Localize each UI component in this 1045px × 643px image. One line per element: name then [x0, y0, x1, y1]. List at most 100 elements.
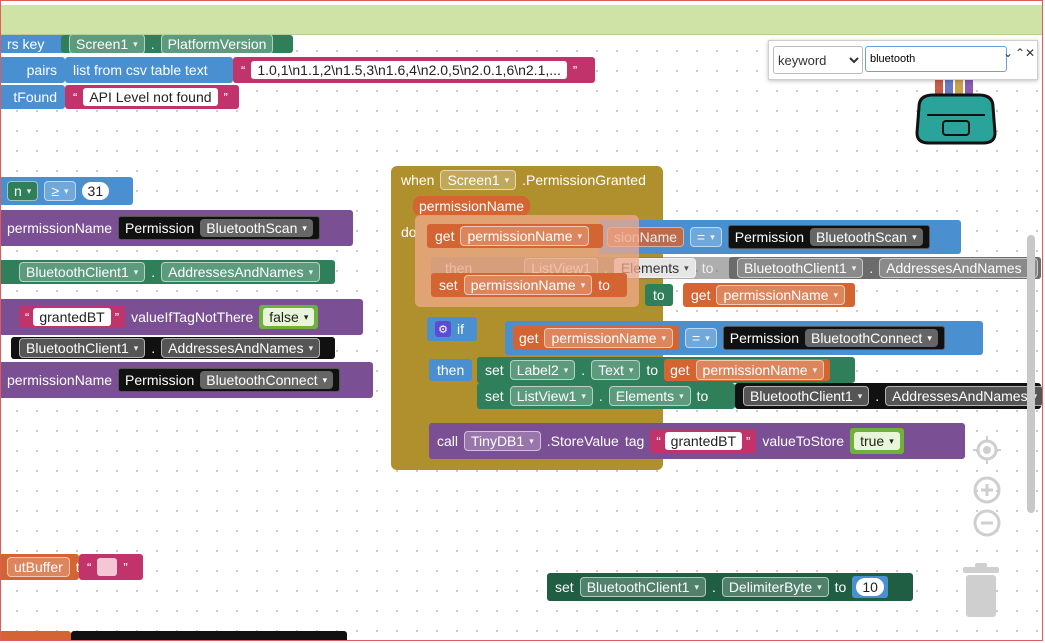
center-icon[interactable]: [973, 436, 1001, 464]
notfound-label-block[interactable]: tFound: [1, 85, 65, 109]
zoom-out-icon[interactable]: [973, 509, 1001, 537]
btclient1-dropdown[interactable]: BluetoothClient1▾: [19, 262, 146, 282]
tinydb-get-block[interactable]: “ grantedBT ” valueIfTagNotThere false▾: [1, 299, 363, 335]
screen1-dropdown[interactable]: Screen1▾: [69, 35, 145, 54]
faded-to: to: [701, 260, 714, 276]
get-perm-block-3[interactable]: get permissionName▾: [664, 359, 831, 381]
search-mode-select[interactable]: keyword: [773, 46, 863, 74]
eq-dropdown-2[interactable]: =▾: [685, 328, 717, 348]
blocks-workspace[interactable]: rs key Screen1▾ . PlatformVersion pairs …: [1, 35, 1042, 641]
get-perm-block-2[interactable]: get permissionName▾: [513, 326, 680, 350]
list-from-csv-block[interactable]: list from csv table text: [65, 57, 233, 83]
perm-connect-block[interactable]: permissionName Permission BluetoothConne…: [1, 362, 373, 398]
false-dropdown[interactable]: false▾: [263, 308, 315, 326]
key-label-block[interactable]: rs key: [1, 35, 65, 53]
btclient1-dropdown-5[interactable]: BluetoothClient1▾: [579, 577, 706, 597]
elements-dropdown[interactable]: Elements▾: [608, 386, 691, 406]
perm-name-label: permissionName: [7, 220, 113, 236]
granted-bt-value[interactable]: grantedBT: [33, 308, 111, 326]
zoom-in-icon[interactable]: [973, 476, 1001, 504]
get-perm-block-1[interactable]: get permissionName▾: [683, 283, 855, 307]
perm-scan-block[interactable]: permissionName Permission BluetoothScan▾: [1, 210, 353, 246]
addresses-dropdown-3[interactable]: AddressesAndNames▾: [879, 258, 1039, 278]
gte-dropdown[interactable]: ≥▾: [44, 181, 76, 201]
event-screen1-dropdown[interactable]: Screen1▾: [440, 170, 517, 190]
platform-dropdown[interactable]: PlatformVersion: [160, 35, 274, 54]
number-block[interactable]: 10: [852, 576, 888, 598]
label2-dropdown[interactable]: Label2▾: [509, 360, 576, 380]
btclient1-dropdown-2[interactable]: BluetoothClient1▾: [19, 338, 146, 358]
permission-connect-box[interactable]: Permission BluetoothConnect▾: [118, 368, 341, 392]
bottom-partial-block[interactable]: [1, 631, 71, 641]
tinydb-store-block[interactable]: call TinyDB1▾ .StoreValue tag “ grantedB…: [429, 423, 965, 459]
granted-bt-text[interactable]: “ grantedBT ”: [19, 306, 126, 328]
perm-name-dropdown[interactable]: permissionName▾: [716, 285, 846, 305]
set-perm-dragged[interactable]: set permissionName▾ to: [431, 273, 627, 297]
false-block[interactable]: false▾: [259, 305, 319, 329]
text-dropdown[interactable]: Text▾: [591, 360, 641, 380]
compare-block[interactable]: n▾ ≥▾ 31: [1, 177, 133, 205]
permission-scan-box-2[interactable]: Permission BluetoothScan▾: [727, 225, 930, 249]
bt-scan-dropdown[interactable]: BluetoothScan▾: [200, 219, 313, 237]
addresses-dropdown[interactable]: AddressesAndNames▾: [161, 262, 321, 282]
btclient-addresses-block-3[interactable]: BluetoothClient1▾ . AddressesAndNames▾: [729, 257, 1041, 279]
bottom-partial-block-2[interactable]: [71, 631, 347, 641]
granted-bt-value-2[interactable]: grantedBT: [664, 432, 743, 450]
granted-bt-text-2[interactable]: “ grantedBT ”: [650, 429, 757, 453]
api-level-text-block[interactable]: “ API Level not found ”: [65, 85, 239, 109]
tag-label: tag: [624, 433, 645, 449]
empty-text-value[interactable]: [97, 558, 118, 576]
perm-name-dropdown-4[interactable]: permissionName▾: [544, 328, 674, 348]
quote-close: ”: [746, 433, 751, 449]
api-level-value[interactable]: API Level not found: [83, 88, 218, 106]
perm-name-dropdown-2[interactable]: permissionName▾: [460, 226, 590, 246]
tinydb1-dropdown[interactable]: TinyDB1▾: [464, 431, 541, 451]
set-text-to-fragment[interactable]: to: [645, 284, 673, 306]
perm-name-dropdown-3[interactable]: permissionName▾: [463, 275, 593, 295]
out-buffer-var[interactable]: utBuffer: [7, 557, 70, 577]
num-31[interactable]: 31: [81, 182, 110, 200]
permission-scan-box[interactable]: Permission BluetoothScan▾: [118, 216, 320, 240]
permission-connect-box-2[interactable]: Permission BluetoothConnect▾: [722, 326, 945, 350]
compare-scan-block[interactable]: sionName =▾ Permission BluetoothScan▾: [599, 220, 961, 254]
compare-connect-block[interactable]: get permissionName▾ =▾ Permission Blueto…: [505, 321, 983, 355]
bt-connect-dropdown[interactable]: BluetoothConnect▾: [200, 371, 334, 389]
eq-dropdown[interactable]: =▾: [690, 227, 722, 247]
set-delimiter-block[interactable]: set BluetoothClient1▾ . DelimiterByte▾ t…: [547, 573, 913, 601]
bt-connect-dropdown-2[interactable]: BluetoothConnect▾: [805, 329, 938, 347]
event-param[interactable]: permissionName: [413, 196, 531, 216]
addresses-dropdown-4[interactable]: AddressesAndNames▾: [885, 386, 1042, 406]
btclient-addresses-block-2[interactable]: BluetoothClient1▾ . AddressesAndNames▾: [11, 337, 335, 359]
true-dropdown[interactable]: true▾: [854, 432, 900, 450]
n-dropdown[interactable]: n▾: [7, 181, 39, 201]
perm-name-dropdown-5[interactable]: permissionName▾: [695, 360, 825, 380]
get-perm-dragged[interactable]: get permissionName▾: [427, 224, 603, 248]
search-next-icon[interactable]: ⌃: [1015, 46, 1026, 60]
out-buffer-set-block[interactable]: utBuffer to: [1, 554, 87, 580]
delimiter-dropdown[interactable]: DelimiterByte▾: [721, 577, 829, 597]
vertical-scrollbar[interactable]: [1027, 235, 1035, 513]
btclient-addresses-block[interactable]: BluetoothClient1▾ . AddressesAndNames▾: [1, 260, 335, 284]
btclient-addresses-block-4[interactable]: BluetoothClient1▾ . AddressesAndNames▾: [735, 383, 1042, 409]
listview1-dropdown[interactable]: ListView1▾: [509, 386, 593, 406]
search-close-icon[interactable]: ✕: [1025, 46, 1036, 60]
csv-text-block[interactable]: “ 1.0,1\n1.1,2\n1.5,3\n1.6,4\n2.0,5\n2.0…: [233, 57, 595, 83]
number-value[interactable]: 10: [856, 578, 884, 596]
backpack-icon[interactable]: [913, 77, 999, 147]
if-block-2[interactable]: ⚙ if: [427, 317, 477, 341]
search-input[interactable]: [865, 46, 1007, 72]
true-block[interactable]: true▾: [850, 428, 904, 454]
btclient1-dropdown-3[interactable]: BluetoothClient1▾: [737, 258, 864, 278]
empty-text-block[interactable]: “ ”: [79, 554, 143, 580]
pairs-label-block[interactable]: pairs: [1, 57, 65, 83]
csv-text-value[interactable]: 1.0,1\n1.1,2\n1.5,3\n1.6,4\n2.0,5\n2.0.1…: [251, 61, 567, 79]
screen1-platform-block[interactable]: Screen1▾ . PlatformVersion: [61, 35, 293, 54]
set-label2-text-block[interactable]: set Label2▾ . Text▾ to get permissionNam…: [477, 357, 855, 383]
gear-icon[interactable]: ⚙: [435, 321, 451, 337]
bt-scan-dropdown-2[interactable]: BluetoothScan▾: [810, 228, 923, 246]
btclient1-dropdown-4[interactable]: BluetoothClient1▾: [743, 386, 870, 406]
trash-icon[interactable]: [961, 563, 1001, 619]
addresses-dropdown-2[interactable]: AddressesAndNames▾: [161, 338, 321, 358]
set-listview-block[interactable]: set ListView1▾ . Elements▾ to: [477, 383, 735, 409]
search-prev-icon[interactable]: ⌄: [1003, 46, 1014, 60]
